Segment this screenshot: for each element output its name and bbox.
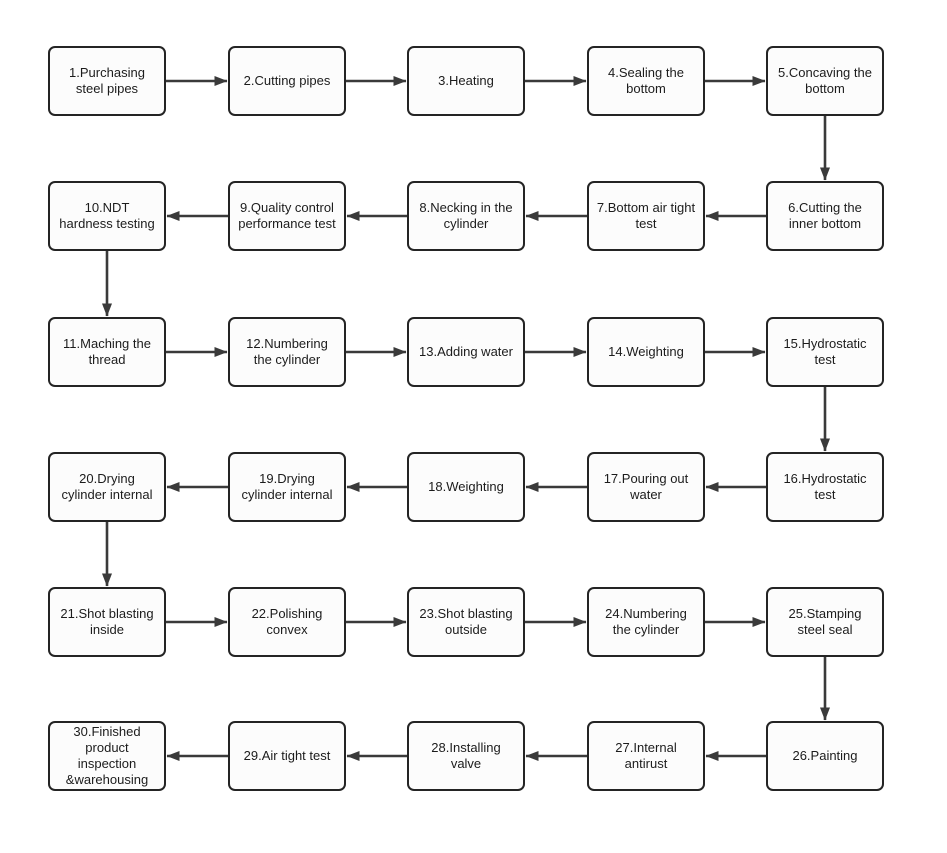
flow-node-label: 27.Internal antirust xyxy=(615,740,677,771)
flow-node-label: 11.Maching the thread xyxy=(63,336,151,367)
flow-node: 23.Shot blasting outside xyxy=(407,587,525,657)
flow-node-label: 20.Drying cylinder internal xyxy=(61,471,153,502)
flow-node-label: 26.Painting xyxy=(792,748,858,763)
flow-node: 11.Maching the thread xyxy=(48,317,166,387)
flow-node: 6.Cutting the inner bottom xyxy=(766,181,884,251)
flow-node-label: 28.Installing valve xyxy=(431,740,501,771)
flow-node-label: 25.Stamping steel seal xyxy=(788,606,862,637)
flow-node: 22.Polishing convex xyxy=(228,587,346,657)
flow-node: 27.Internal antirust xyxy=(587,721,705,791)
flow-node-label: 3.Heating xyxy=(438,73,494,88)
flow-node: 9.Quality control performance test xyxy=(228,181,346,251)
flow-node-label: 12.Numbering the cylinder xyxy=(246,336,328,367)
flow-node-label: 29.Air tight test xyxy=(243,748,331,763)
flow-node: 28.Installing valve xyxy=(407,721,525,791)
flow-node: 24.Numbering the cylinder xyxy=(587,587,705,657)
flow-node-label: 13.Adding water xyxy=(419,344,513,359)
flow-node: 2.Cutting pipes xyxy=(228,46,346,116)
flow-node-label: 23.Shot blasting outside xyxy=(419,606,513,637)
flow-node-label: 7.Bottom air tight test xyxy=(596,200,696,231)
flow-node: 5.Concaving the bottom xyxy=(766,46,884,116)
flow-node: 4.Sealing the bottom xyxy=(587,46,705,116)
flow-node-label: 1.Purchasing steel pipes xyxy=(69,65,145,96)
flow-node-label: 30.Finished product inspection &warehous… xyxy=(65,724,149,787)
flow-node: 18.Weighting xyxy=(407,452,525,522)
flow-node: 8.Necking in the cylinder xyxy=(407,181,525,251)
flow-node: 3.Heating xyxy=(407,46,525,116)
flow-node-label: 16.Hydrostatic test xyxy=(783,471,867,502)
flow-node-label: 6.Cutting the inner bottom xyxy=(788,200,862,231)
flow-node: 26.Painting xyxy=(766,721,884,791)
flow-node: 20.Drying cylinder internal xyxy=(48,452,166,522)
flow-node-label: 10.NDT hardness testing xyxy=(59,200,155,231)
flow-node: 25.Stamping steel seal xyxy=(766,587,884,657)
flow-node-label: 14.Weighting xyxy=(608,344,684,359)
flow-node-label: 19.Drying cylinder internal xyxy=(241,471,333,502)
flow-node-label: 24.Numbering the cylinder xyxy=(605,606,687,637)
flow-node-label: 5.Concaving the bottom xyxy=(778,65,872,96)
flow-node-label: 21.Shot blasting inside xyxy=(60,606,154,637)
flow-node: 1.Purchasing steel pipes xyxy=(48,46,166,116)
flow-node-label: 17.Pouring out water xyxy=(603,471,689,502)
flow-node: 17.Pouring out water xyxy=(587,452,705,522)
flow-node: 12.Numbering the cylinder xyxy=(228,317,346,387)
flow-node: 7.Bottom air tight test xyxy=(587,181,705,251)
flow-node: 14.Weighting xyxy=(587,317,705,387)
flow-node: 15.Hydrostatic test xyxy=(766,317,884,387)
flow-node: 30.Finished product inspection &warehous… xyxy=(48,721,166,791)
flow-node-label: 18.Weighting xyxy=(428,479,504,494)
flow-node: 16.Hydrostatic test xyxy=(766,452,884,522)
flow-node: 29.Air tight test xyxy=(228,721,346,791)
flow-node-label: 22.Polishing convex xyxy=(251,606,323,637)
flow-node: 19.Drying cylinder internal xyxy=(228,452,346,522)
flow-node-label: 9.Quality control performance test xyxy=(238,200,336,231)
flow-node: 10.NDT hardness testing xyxy=(48,181,166,251)
flow-node-label: 8.Necking in the cylinder xyxy=(419,200,513,231)
flow-node: 21.Shot blasting inside xyxy=(48,587,166,657)
flow-node-label: 15.Hydrostatic test xyxy=(783,336,867,367)
flow-node: 13.Adding water xyxy=(407,317,525,387)
flow-node-label: 2.Cutting pipes xyxy=(243,73,331,88)
flow-node-label: 4.Sealing the bottom xyxy=(608,65,684,96)
